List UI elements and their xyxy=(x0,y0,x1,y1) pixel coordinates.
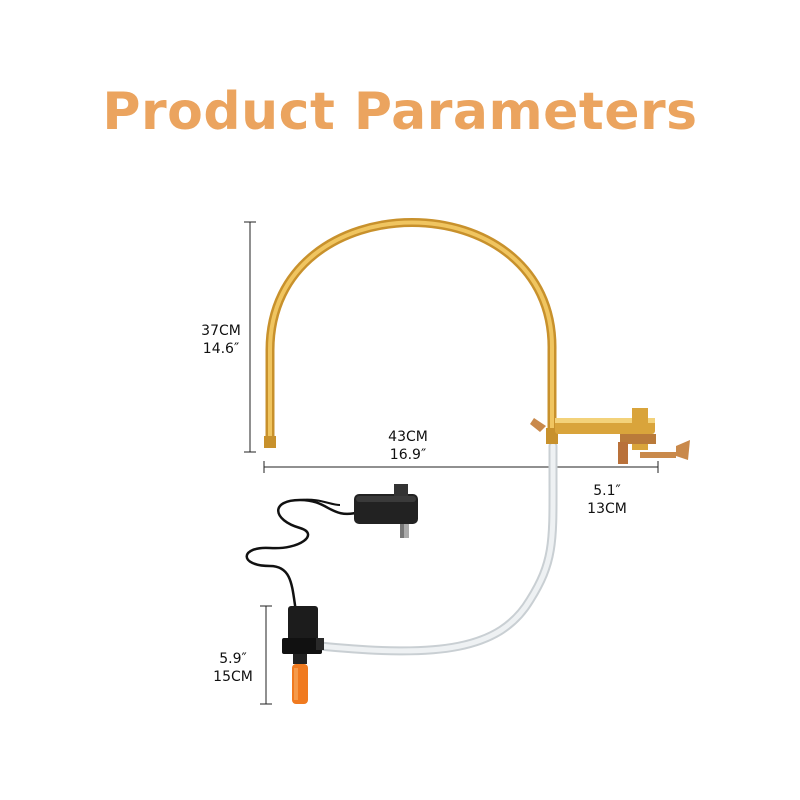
width-label: 43CM 16.9″ xyxy=(378,428,438,464)
width-inch: 16.9″ xyxy=(389,447,427,463)
pump-cm: 15CM xyxy=(213,669,253,685)
height-inch: 14.6″ xyxy=(202,341,240,357)
pump-inch: 5.9″ xyxy=(219,651,247,667)
clamp-assembly xyxy=(530,408,690,464)
height-cm: 37CM xyxy=(201,323,241,339)
pump-dimension-line xyxy=(260,605,272,705)
width-dimension-line xyxy=(263,461,659,473)
page-title: Product Parameters xyxy=(102,82,698,142)
height-label: 37CM 14.6″ xyxy=(196,322,246,358)
height-dimension-line xyxy=(244,221,256,453)
power-cable xyxy=(245,498,361,613)
water-pump xyxy=(282,606,324,704)
pump-label: 5.9″ 15CM xyxy=(208,650,258,686)
width-cm: 43CM xyxy=(388,429,428,445)
water-hose xyxy=(315,441,558,656)
clamp-label: 5.1″ 13CM xyxy=(582,482,632,518)
clamp-cm: 13CM xyxy=(587,501,627,517)
clamp-inch: 5.1″ xyxy=(593,483,621,499)
power-adapter xyxy=(354,484,418,538)
